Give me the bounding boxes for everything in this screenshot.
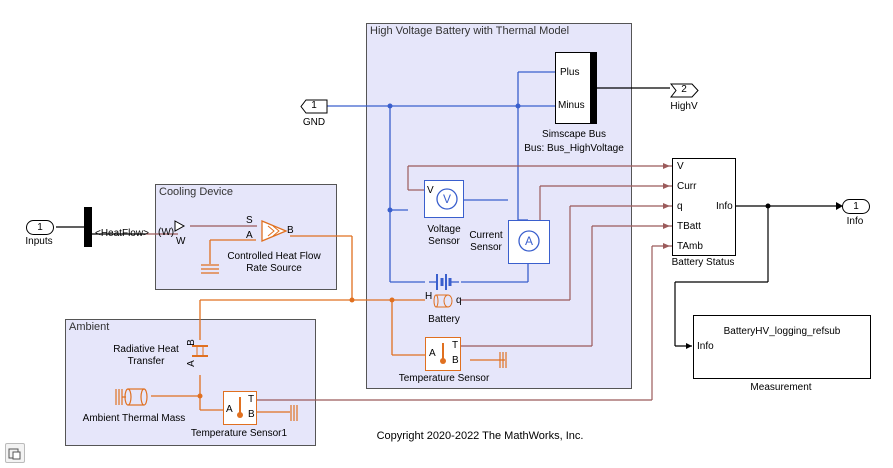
bus-plus-port: Plus — [560, 67, 580, 78]
ambient-title: Ambient — [69, 321, 110, 333]
thermal-cylinder-icon — [433, 294, 453, 308]
thermal-reference-icon — [499, 352, 507, 368]
copyright-text: Copyright 2020-2022 The MathWorks, Inc. — [376, 430, 584, 442]
measurement-block[interactable]: BatteryHV_logging_refsub Info — [693, 315, 871, 379]
inputs-port[interactable]: 1 — [26, 220, 54, 235]
radiative-label-1: Radiative Heat — [113, 344, 179, 355]
simscape-bus-block[interactable]: Plus Minus — [555, 52, 597, 124]
gnd-port-number: 1 — [311, 100, 317, 111]
highv-port-shape[interactable] — [670, 83, 700, 99]
w-port-label: W — [176, 236, 186, 247]
w-input-arrow-icon — [174, 220, 186, 232]
info-outport-label: Info — [846, 216, 864, 227]
thermometer-icon — [440, 343, 446, 364]
heat-flow-source-icon — [261, 220, 288, 242]
measurement-input-info: Info — [697, 341, 714, 352]
svg-text:V: V — [443, 192, 451, 206]
model-browser-icon — [8, 448, 21, 460]
inputs-port-number: 1 — [37, 222, 43, 233]
battery-port-q: q — [456, 295, 462, 306]
heat-flow-label-1: Controlled Heat Flow — [227, 251, 321, 262]
svg-text:A: A — [525, 234, 533, 248]
ambient-thermal-mass-label: Ambient Thermal Mass — [82, 413, 186, 424]
temperature-sensor-block[interactable]: A T B — [425, 337, 461, 371]
temp-sensor1-port-b: B — [248, 409, 255, 420]
voltage-sensor-block[interactable]: V V — [424, 180, 464, 218]
heat-flow-port-b: B — [287, 225, 294, 236]
heat-flow-label-2: Rate Source — [246, 263, 302, 274]
temperature-sensor1-label: Temperature Sensor1 — [190, 428, 288, 439]
status-output-info: Info — [716, 201, 733, 212]
measurement-label: Measurement — [750, 382, 812, 393]
cooling-thermal-reference-icon — [201, 264, 219, 274]
battery-subsystem-title: High Voltage Battery with Thermal Model — [370, 25, 570, 37]
thermal-reference1-icon — [290, 405, 298, 421]
battery-block[interactable]: H q — [425, 270, 462, 310]
radiative-port-a: A — [185, 360, 197, 367]
heat-flow-port-s: S — [246, 215, 253, 226]
signal-wires — [146, 165, 672, 401]
gnd-port-shape[interactable] — [300, 99, 328, 115]
temp-sensor1-port-a: A — [226, 404, 233, 415]
current-sensor-label-2: Sensor — [470, 242, 502, 253]
temp-sensor-port-a: A — [429, 348, 436, 359]
cooling-device-area[interactable]: Cooling Device — [155, 184, 337, 290]
explorer-bar-toggle-button[interactable] — [5, 443, 25, 463]
thermometer1-icon — [237, 397, 243, 418]
measurement-ref-name: BatteryHV_logging_refsub — [723, 326, 841, 337]
temp-sensor1-port-t: T — [248, 394, 255, 405]
inputs-port-label: Inputs — [25, 236, 53, 247]
temp-sensor-port-b: B — [452, 355, 459, 366]
info-outport[interactable]: 1 — [842, 199, 870, 214]
radiative-port-b: B — [185, 339, 197, 346]
heat-flow-port-a: A — [246, 230, 253, 241]
info-outport-number: 1 — [853, 201, 859, 212]
current-sensor-block[interactable]: A — [508, 220, 550, 264]
radiative-heat-transfer-block[interactable] — [190, 338, 210, 376]
temp-sensor-port-t: T — [452, 340, 459, 351]
bus-selector-bar[interactable] — [84, 207, 92, 247]
voltage-sensor-label-1: Voltage — [427, 224, 461, 235]
highv-port-label: HighV — [670, 101, 698, 112]
ambient-area[interactable]: Ambient — [65, 319, 316, 446]
bus-bar — [590, 53, 596, 123]
battery-label: Battery — [428, 314, 460, 325]
highv-port-number: 2 — [681, 84, 687, 95]
ambient-thermal-mass-icon[interactable] — [114, 386, 150, 408]
controlled-heat-flow-block[interactable] — [256, 220, 290, 242]
bus-minus-port: Minus — [558, 100, 585, 111]
temperature-sensor1-block[interactable]: A T B — [223, 391, 257, 425]
status-input-v: V — [677, 161, 684, 172]
current-sensor-label-1: Current — [469, 230, 503, 241]
battery-port-h: H — [425, 291, 433, 302]
black-signal-wires — [56, 87, 836, 347]
heatflow-signal-label: <HeatFlow> — [95, 228, 149, 239]
voltage-sensor-label-2: Sensor — [428, 236, 460, 247]
battery-icon — [429, 274, 459, 290]
battery-status-label: Battery Status — [671, 257, 735, 268]
ammeter-icon: A — [518, 230, 540, 252]
simscape-bus-name: Simscape Bus — [542, 129, 606, 140]
w-unit-label: (W) — [158, 227, 175, 238]
status-input-curr: Curr — [677, 181, 697, 192]
cooling-device-title: Cooling Device — [159, 186, 233, 198]
status-input-tbatt: TBatt — [677, 221, 701, 232]
gnd-port-label: GND — [302, 117, 326, 128]
temperature-sensor-label: Temperature Sensor — [398, 373, 490, 384]
radiative-label-2: Transfer — [127, 356, 165, 367]
voltmeter-icon: V — [436, 188, 458, 210]
radiative-transfer-icon — [192, 345, 208, 357]
status-input-tamb: TAmb — [677, 241, 703, 252]
battery-status-block[interactable]: V Curr q TBatt TAmb Info — [672, 158, 736, 256]
status-input-q: q — [677, 201, 683, 212]
simscape-bus-type: Bus: Bus_HighVoltage — [524, 143, 624, 154]
voltage-sensor-port-v: V — [427, 185, 434, 196]
thermal-wires — [151, 235, 505, 413]
